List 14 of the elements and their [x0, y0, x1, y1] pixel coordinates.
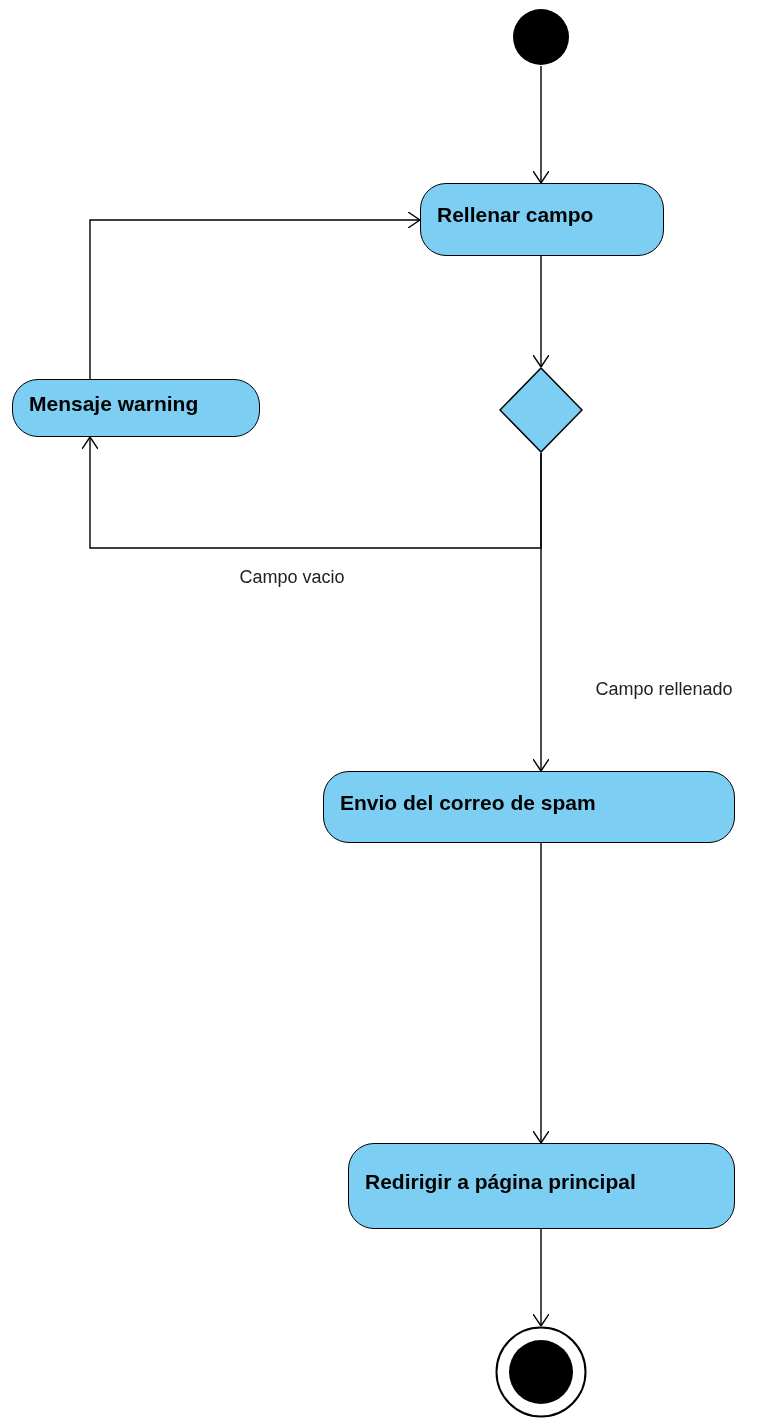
arrow — [532, 452, 550, 772]
action-box: Envio del correo de spam — [323, 771, 735, 843]
action-box: Rellenar campo — [420, 183, 664, 256]
action-box: Mensaje warning — [12, 379, 260, 437]
arrow — [81, 436, 542, 549]
arrow — [532, 1228, 550, 1327]
arrow — [89, 211, 421, 380]
final-node — [495, 1326, 587, 1418]
action-box: Redirigir a página principal — [348, 1143, 735, 1229]
arrow — [532, 255, 550, 368]
initial-node — [512, 8, 570, 66]
decision-diamond — [499, 367, 583, 453]
arrow — [532, 65, 550, 184]
arrow — [532, 842, 550, 1144]
